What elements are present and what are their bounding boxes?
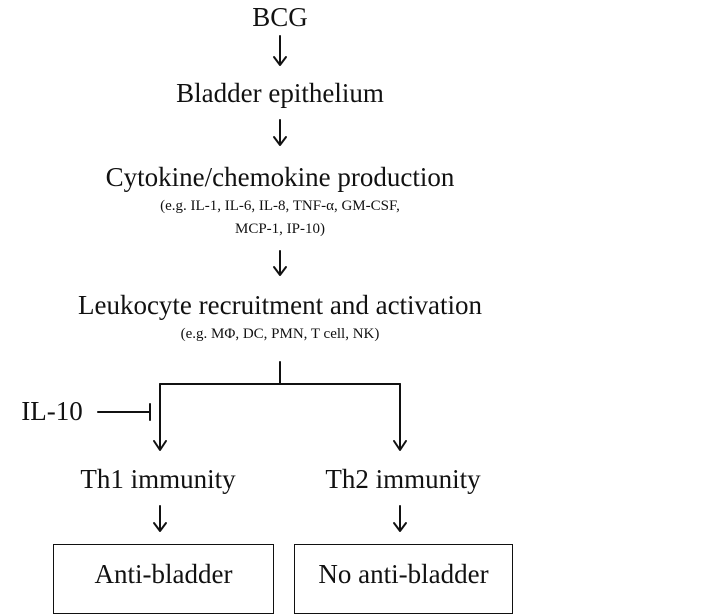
arrowhead-branch-left <box>153 440 167 451</box>
node-cytokine-examples-line1: (e.g. IL-1, IL-6, IL-8, TNF-α, GM-CSF, <box>160 198 400 214</box>
node-il10: IL-10 <box>21 396 83 426</box>
node-bcg: BCG <box>252 2 308 32</box>
arrowhead-epithelium-cytokine <box>273 136 287 146</box>
node-cytokine-production: Cytokine/chemokine production <box>105 162 455 192</box>
outcome-box-no-anti-bladder: No anti-bladder <box>294 544 513 614</box>
arrowhead-branch-right <box>393 440 407 451</box>
outcome-box-anti-bladder: Anti-bladder <box>53 544 274 614</box>
pathway-diagram: BCG Bladder epithelium Cytokine/chemokin… <box>21 2 513 614</box>
node-leukocyte-recruitment: Leukocyte recruitment and activation <box>77 290 483 320</box>
arrowhead-th1-box <box>153 522 167 532</box>
arrowhead-th2-box <box>393 522 407 532</box>
node-leukocyte-examples: (e.g. MΦ, DC, PMN, T cell, NK) <box>180 326 380 342</box>
outcome-box-anti-bladder-label: Anti-bladder <box>94 559 233 589</box>
arrowhead-bcg-epithelium <box>273 56 287 66</box>
node-th2-immunity: Th2 immunity <box>325 464 481 494</box>
node-th1-immunity: Th1 immunity <box>80 464 236 494</box>
node-bladder-epithelium: Bladder epithelium <box>176 78 384 108</box>
arrowhead-cytokine-leukocyte <box>273 266 287 276</box>
node-cytokine-examples-line2: MCP-1, IP-10) <box>234 221 326 237</box>
outcome-box-no-anti-bladder-label: No anti-bladder <box>318 559 489 589</box>
diagram-connectors <box>97 35 407 532</box>
